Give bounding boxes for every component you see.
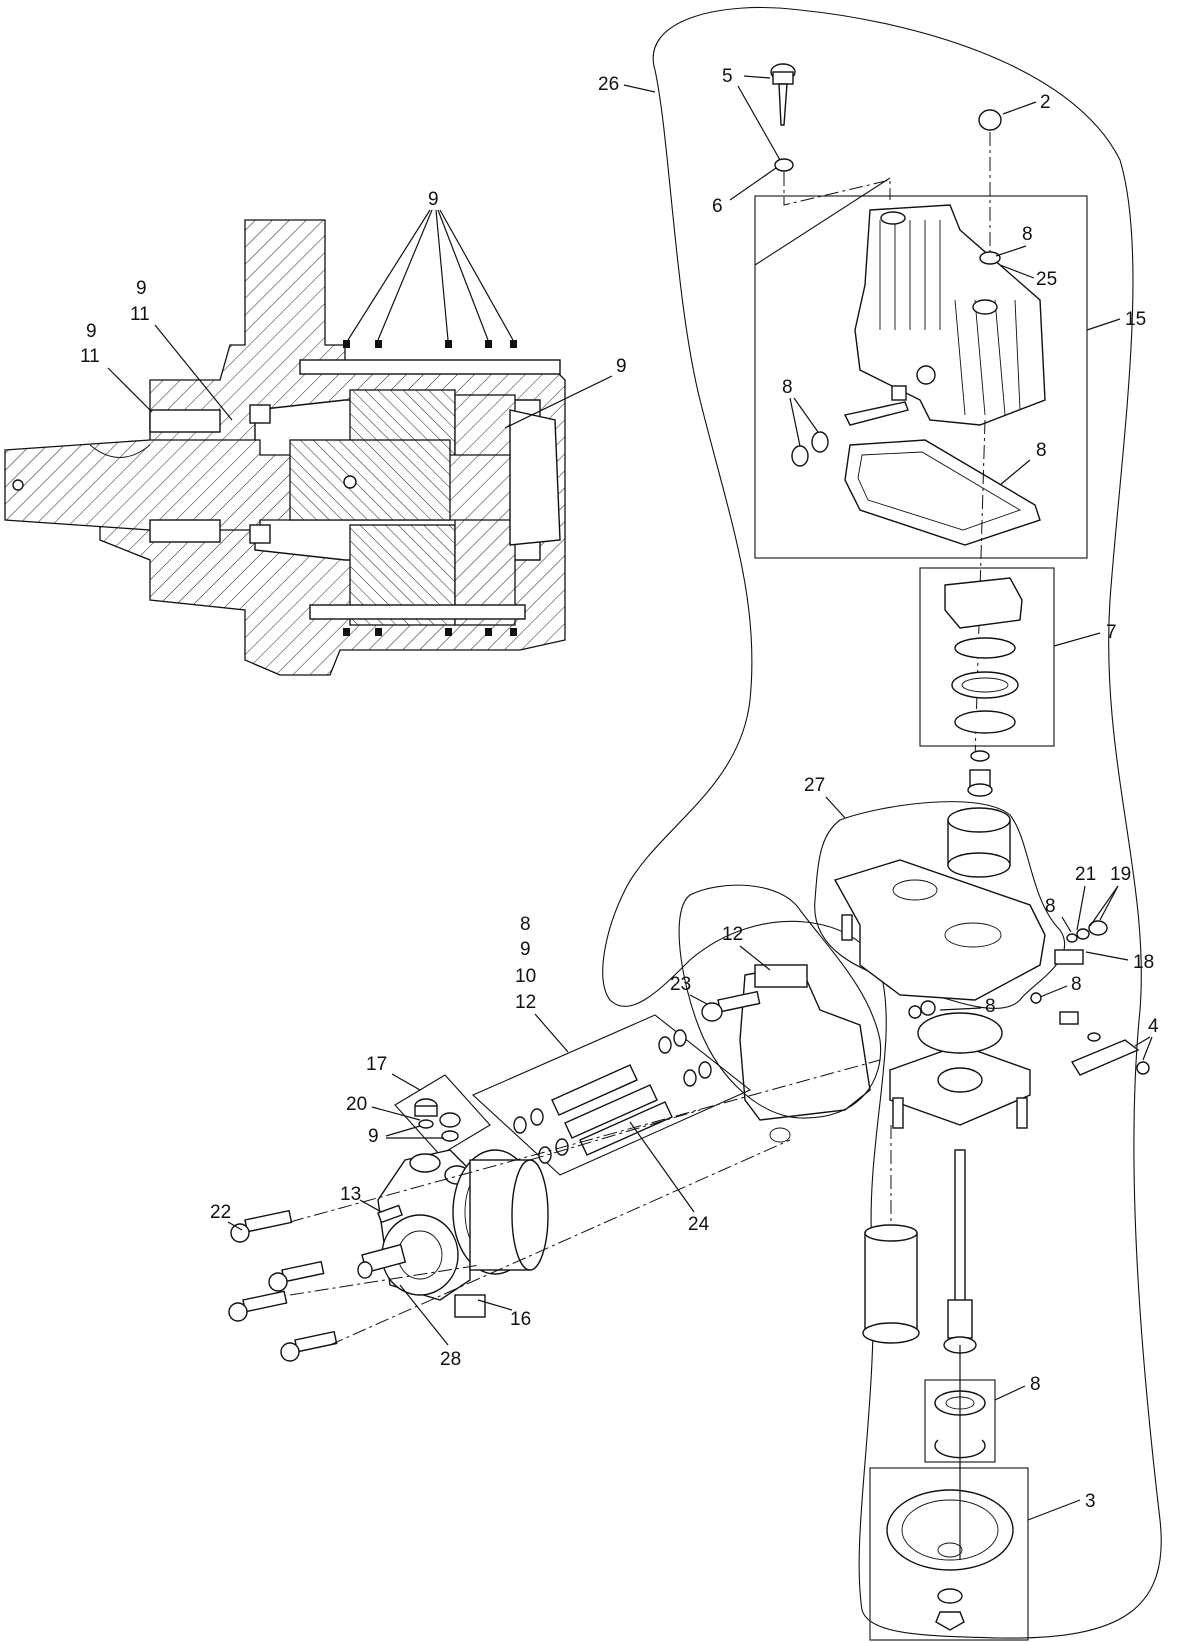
section-bearing-top	[149, 409, 221, 433]
center-housing	[833, 859, 1046, 1001]
dipstick-assembly	[770, 63, 796, 172]
callout-9-top: 9	[428, 189, 439, 210]
callout-11-left: 11	[130, 304, 150, 325]
callout-13: 13	[340, 1184, 361, 1205]
callout-19: 19	[1110, 864, 1131, 885]
callout-9-right: 9	[616, 356, 627, 377]
callout-26: 26	[598, 74, 619, 95]
seal-25	[979, 251, 1001, 265]
callout-8-side1: 8	[1045, 896, 1056, 917]
callout-8-side3: 8	[985, 996, 996, 1017]
callout-18: 18	[1133, 952, 1154, 973]
callout-25: 25	[1036, 269, 1057, 290]
seal-8-lever-b	[811, 431, 829, 453]
callout-12-stack: 12	[515, 992, 536, 1013]
callout-15: 15	[1125, 309, 1146, 330]
section-spline	[289, 439, 451, 521]
callout-5: 5	[722, 66, 733, 87]
callout-6: 6	[712, 196, 723, 217]
section-seal-bottom	[249, 524, 271, 544]
shaft-end-hole	[12, 479, 24, 491]
section-callouts: 9 9 11 9 11 9	[80, 189, 627, 429]
assembly-axes	[289, 1059, 881, 1346]
callout-28: 28	[440, 1349, 461, 1370]
callout-4: 4	[1148, 1016, 1159, 1037]
callout-23: 23	[670, 974, 691, 995]
callout-2: 2	[1040, 92, 1051, 113]
sub-boundary-27	[814, 801, 1066, 1009]
gasket	[844, 439, 1041, 546]
callout-8-side2: 8	[1071, 974, 1082, 995]
lever-4	[1070, 1039, 1140, 1076]
cross-section-view	[4, 219, 566, 676]
filter-cartridge	[864, 1232, 918, 1334]
swashplate	[944, 577, 1023, 629]
callout-17: 17	[366, 1054, 387, 1075]
check-valves	[513, 1029, 712, 1164]
callout-3: 3	[1085, 1491, 1096, 1512]
pin-13	[377, 1204, 403, 1224]
section-oring-marks	[343, 340, 517, 636]
oring-large	[917, 1012, 1003, 1054]
assembly-boundary-26	[602, 7, 1162, 1639]
kit-box-7	[919, 567, 1055, 747]
callout-21: 21	[1075, 864, 1096, 885]
callout-9-left: 9	[136, 278, 147, 299]
callout-12-housing: 12	[722, 924, 743, 945]
section-pin	[343, 475, 357, 489]
callout-27: 27	[804, 775, 825, 796]
callout-20: 20	[346, 1094, 367, 1115]
sub-boundary-housing	[678, 884, 882, 1119]
seal-8-lever-a	[791, 445, 809, 467]
plug-2	[978, 109, 1002, 131]
callout-9-kit: 9	[368, 1126, 379, 1147]
callout-10: 10	[515, 966, 536, 987]
shaft-keyway	[89, 444, 151, 458]
dipstick-axis	[783, 172, 891, 206]
section-bolt-top	[299, 359, 561, 375]
callout-9-stack: 9	[520, 939, 531, 960]
callout-8-top: 8	[1022, 224, 1033, 245]
section-seal-top	[249, 404, 271, 424]
callout-8-gasket: 8	[1036, 440, 1047, 461]
control-lever	[843, 401, 909, 426]
callout-8-stack: 8	[520, 914, 531, 935]
callout-9-left-2: 9	[86, 321, 97, 342]
section-bearing-bottom	[149, 519, 221, 543]
hydraulic-motor	[357, 1149, 549, 1318]
section-bolt-bottom	[309, 604, 526, 620]
bolts-22	[228, 1209, 338, 1362]
kit-box-15	[754, 195, 1088, 559]
fitting-18	[1054, 949, 1084, 965]
kit-box-stack	[472, 1014, 752, 1176]
pump-housing-12	[739, 964, 871, 1121]
housing-cover	[854, 204, 1046, 426]
pulley	[886, 1489, 1014, 1571]
callout-8-bearing: 8	[1030, 1374, 1041, 1395]
callout-24: 24	[688, 1214, 710, 1235]
callout-16: 16	[510, 1309, 531, 1330]
callout-22: 22	[210, 1202, 231, 1223]
section-end-cap	[509, 409, 561, 546]
callout-11-left-2: 11	[80, 346, 100, 367]
callout-8-lever: 8	[782, 377, 793, 398]
kit-box-3	[869, 1467, 1029, 1641]
callout-7: 7	[1106, 622, 1117, 643]
